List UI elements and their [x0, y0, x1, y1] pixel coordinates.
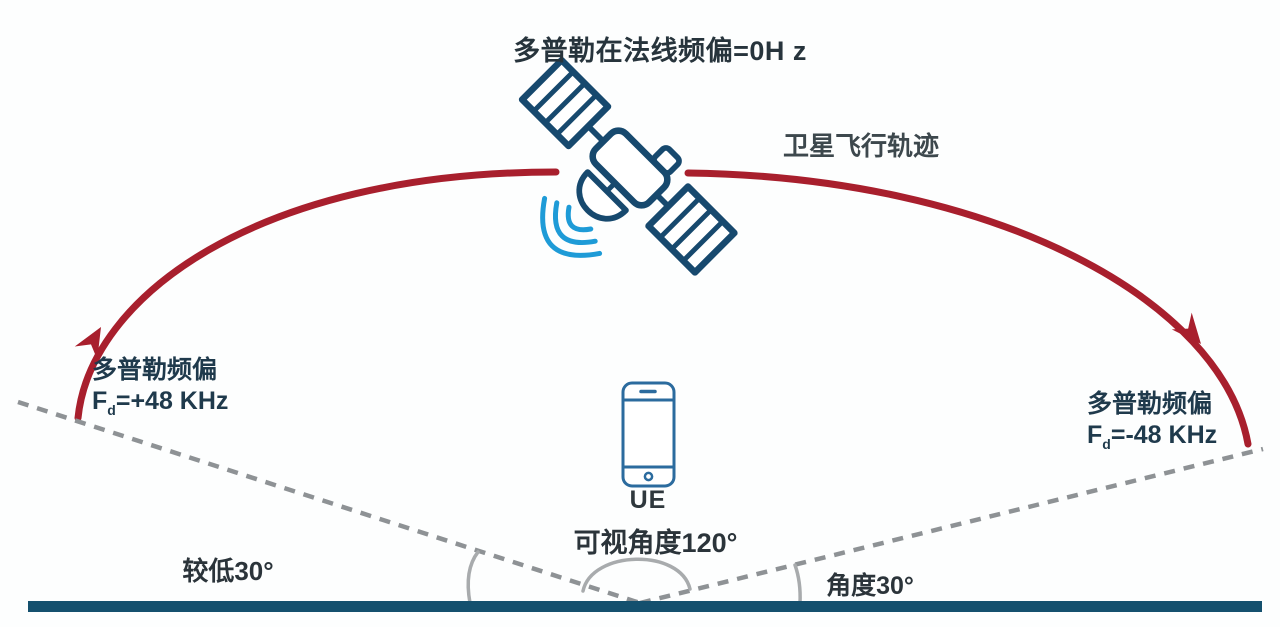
ue-phone-icon: [621, 381, 676, 488]
satellite-icon: [518, 56, 738, 276]
normal-doppler-title: 多普勒在法线频偏=0H z: [513, 36, 807, 66]
satellite-dish: [576, 169, 629, 222]
arrowhead-right-icon: [1171, 312, 1201, 344]
doppler-right-title: 多普勒频偏: [1087, 390, 1213, 418]
ue-label: UE: [629, 486, 667, 514]
right-angle-label: 角度30°: [826, 572, 914, 600]
right-angle-arc: [793, 563, 802, 605]
signal-waves-icon: [540, 195, 603, 258]
left-angle-label: 较低30°: [182, 556, 274, 586]
trajectory-arc-left: [74, 168, 560, 422]
doppler-left-label: 多普勒频偏 Fd=+48 KHz: [92, 355, 228, 420]
solar-panel-left: [518, 56, 612, 150]
trajectory-arc-right: [684, 169, 1252, 448]
trajectory-arrowheads: [74, 312, 1201, 360]
doppler-left-title: 多普勒频偏: [92, 356, 218, 384]
angle-arcs: [466, 550, 802, 605]
doppler-right-label: 多普勒频偏 Fd=-48 KHz: [1087, 389, 1217, 454]
solar-panel-right: [645, 183, 738, 276]
trajectory-arc: [74, 168, 1252, 448]
view-angle-label: 可视角度120°: [573, 528, 738, 558]
dashed-line-left: [17, 399, 641, 606]
ground-bar: [28, 601, 1262, 612]
left-angle-arc: [466, 550, 480, 605]
arrowhead-left-icon: [74, 327, 101, 360]
doppler-left-value: Fd=+48 KHz: [92, 387, 229, 419]
elevation-dashed-lines: [17, 399, 1264, 606]
doppler-right-value: Fd=-48 KHz: [1087, 421, 1218, 453]
view-angle-arc: [581, 557, 692, 593]
dashed-line-right: [639, 446, 1264, 606]
trajectory-label: 卫星飞行轨迹: [783, 131, 940, 161]
